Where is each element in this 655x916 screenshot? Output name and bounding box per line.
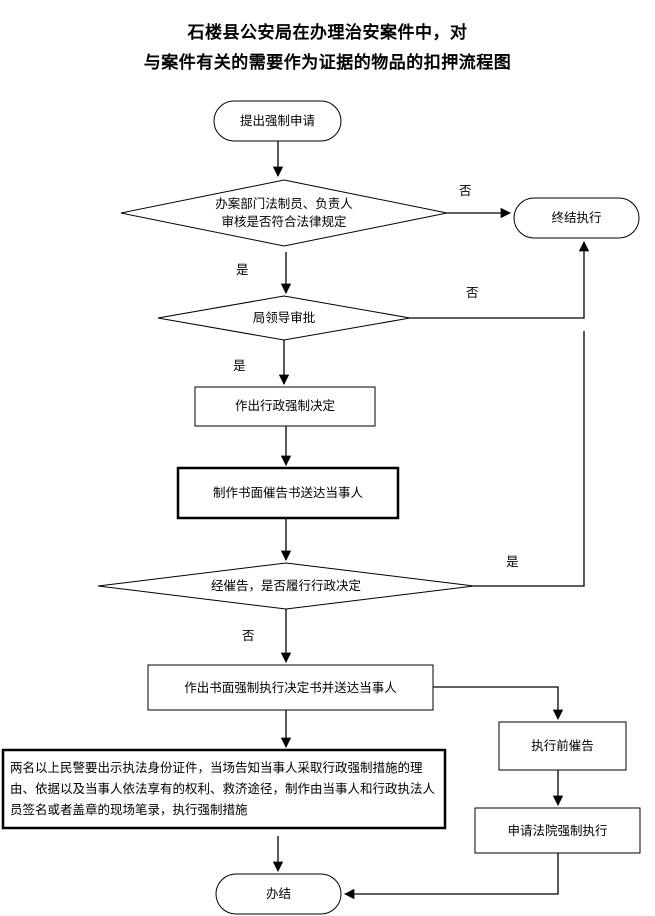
- diagram-title: 石楼县公安局在办理治安案件中，对 与案件有关的需要作为证据的物品的扣押流程图: [0, 18, 655, 78]
- review-no-label: 否: [459, 183, 472, 198]
- edge-court-to-end: [343, 853, 559, 900]
- decision-box-shape: [194, 386, 376, 427]
- field-enforcement-shape: [1, 748, 447, 830]
- notice-box-label: 制作书面催告书送达当事人: [212, 485, 363, 500]
- field-enforcement-label: 两名以上民警要出示执法身份证件，当场告知当事人采取行政强制措施的理由、依据以及当…: [10, 760, 436, 817]
- court-enforcement-shape: [474, 807, 641, 854]
- pre-notice-label: 执行前催告: [531, 738, 594, 753]
- edge-approval-no-to-terminate: [410, 240, 590, 319]
- edge-enforcement-to-prenotice: [433, 686, 564, 721]
- title-line-1: 石楼县公安局在办理治安案件中，对: [187, 23, 468, 43]
- review-yes-label: 是: [236, 262, 249, 277]
- decision-box-label: 作出行政强制决定: [234, 398, 335, 413]
- compliance-no-label: 否: [242, 628, 255, 643]
- compliance-yes-label: 是: [506, 554, 519, 569]
- court-enforcement-label: 申请法院强制执行: [507, 823, 608, 838]
- notice-box-shape: [176, 466, 400, 520]
- review-decision-label: 办案部门法制员、负责人 审核是否符合法律规定: [159, 195, 409, 231]
- end-node-shape: [215, 873, 342, 915]
- review-decision-line-1: 办案部门法制员、负责人: [215, 196, 353, 211]
- review-decision-shape: [120, 179, 448, 247]
- enforcement-decision-label: 作出书面强制执行决定书并送达当事人: [184, 680, 397, 695]
- pre-notice-shape: [498, 721, 627, 771]
- leader-approval-label: 局领导审批: [252, 310, 316, 325]
- terminate-node-shape: [513, 197, 640, 239]
- approval-no-label: 否: [466, 285, 479, 300]
- enforcement-decision-shape: [147, 664, 434, 711]
- end-node-label: 办结: [265, 886, 291, 901]
- start-node-label: 提出强制申请: [239, 113, 315, 128]
- terminate-node-label: 终结执行: [551, 210, 602, 225]
- edge-compliance-yes-up: [474, 331, 585, 587]
- title-line-2: 与案件有关的需要作为证据的物品的扣押流程图: [143, 53, 512, 73]
- review-decision-line-2: 审核是否符合法律规定: [221, 214, 347, 229]
- approval-yes-label: 是: [233, 358, 246, 373]
- compliance-decision-label: 经催告，是否履行行政决定: [210, 578, 361, 593]
